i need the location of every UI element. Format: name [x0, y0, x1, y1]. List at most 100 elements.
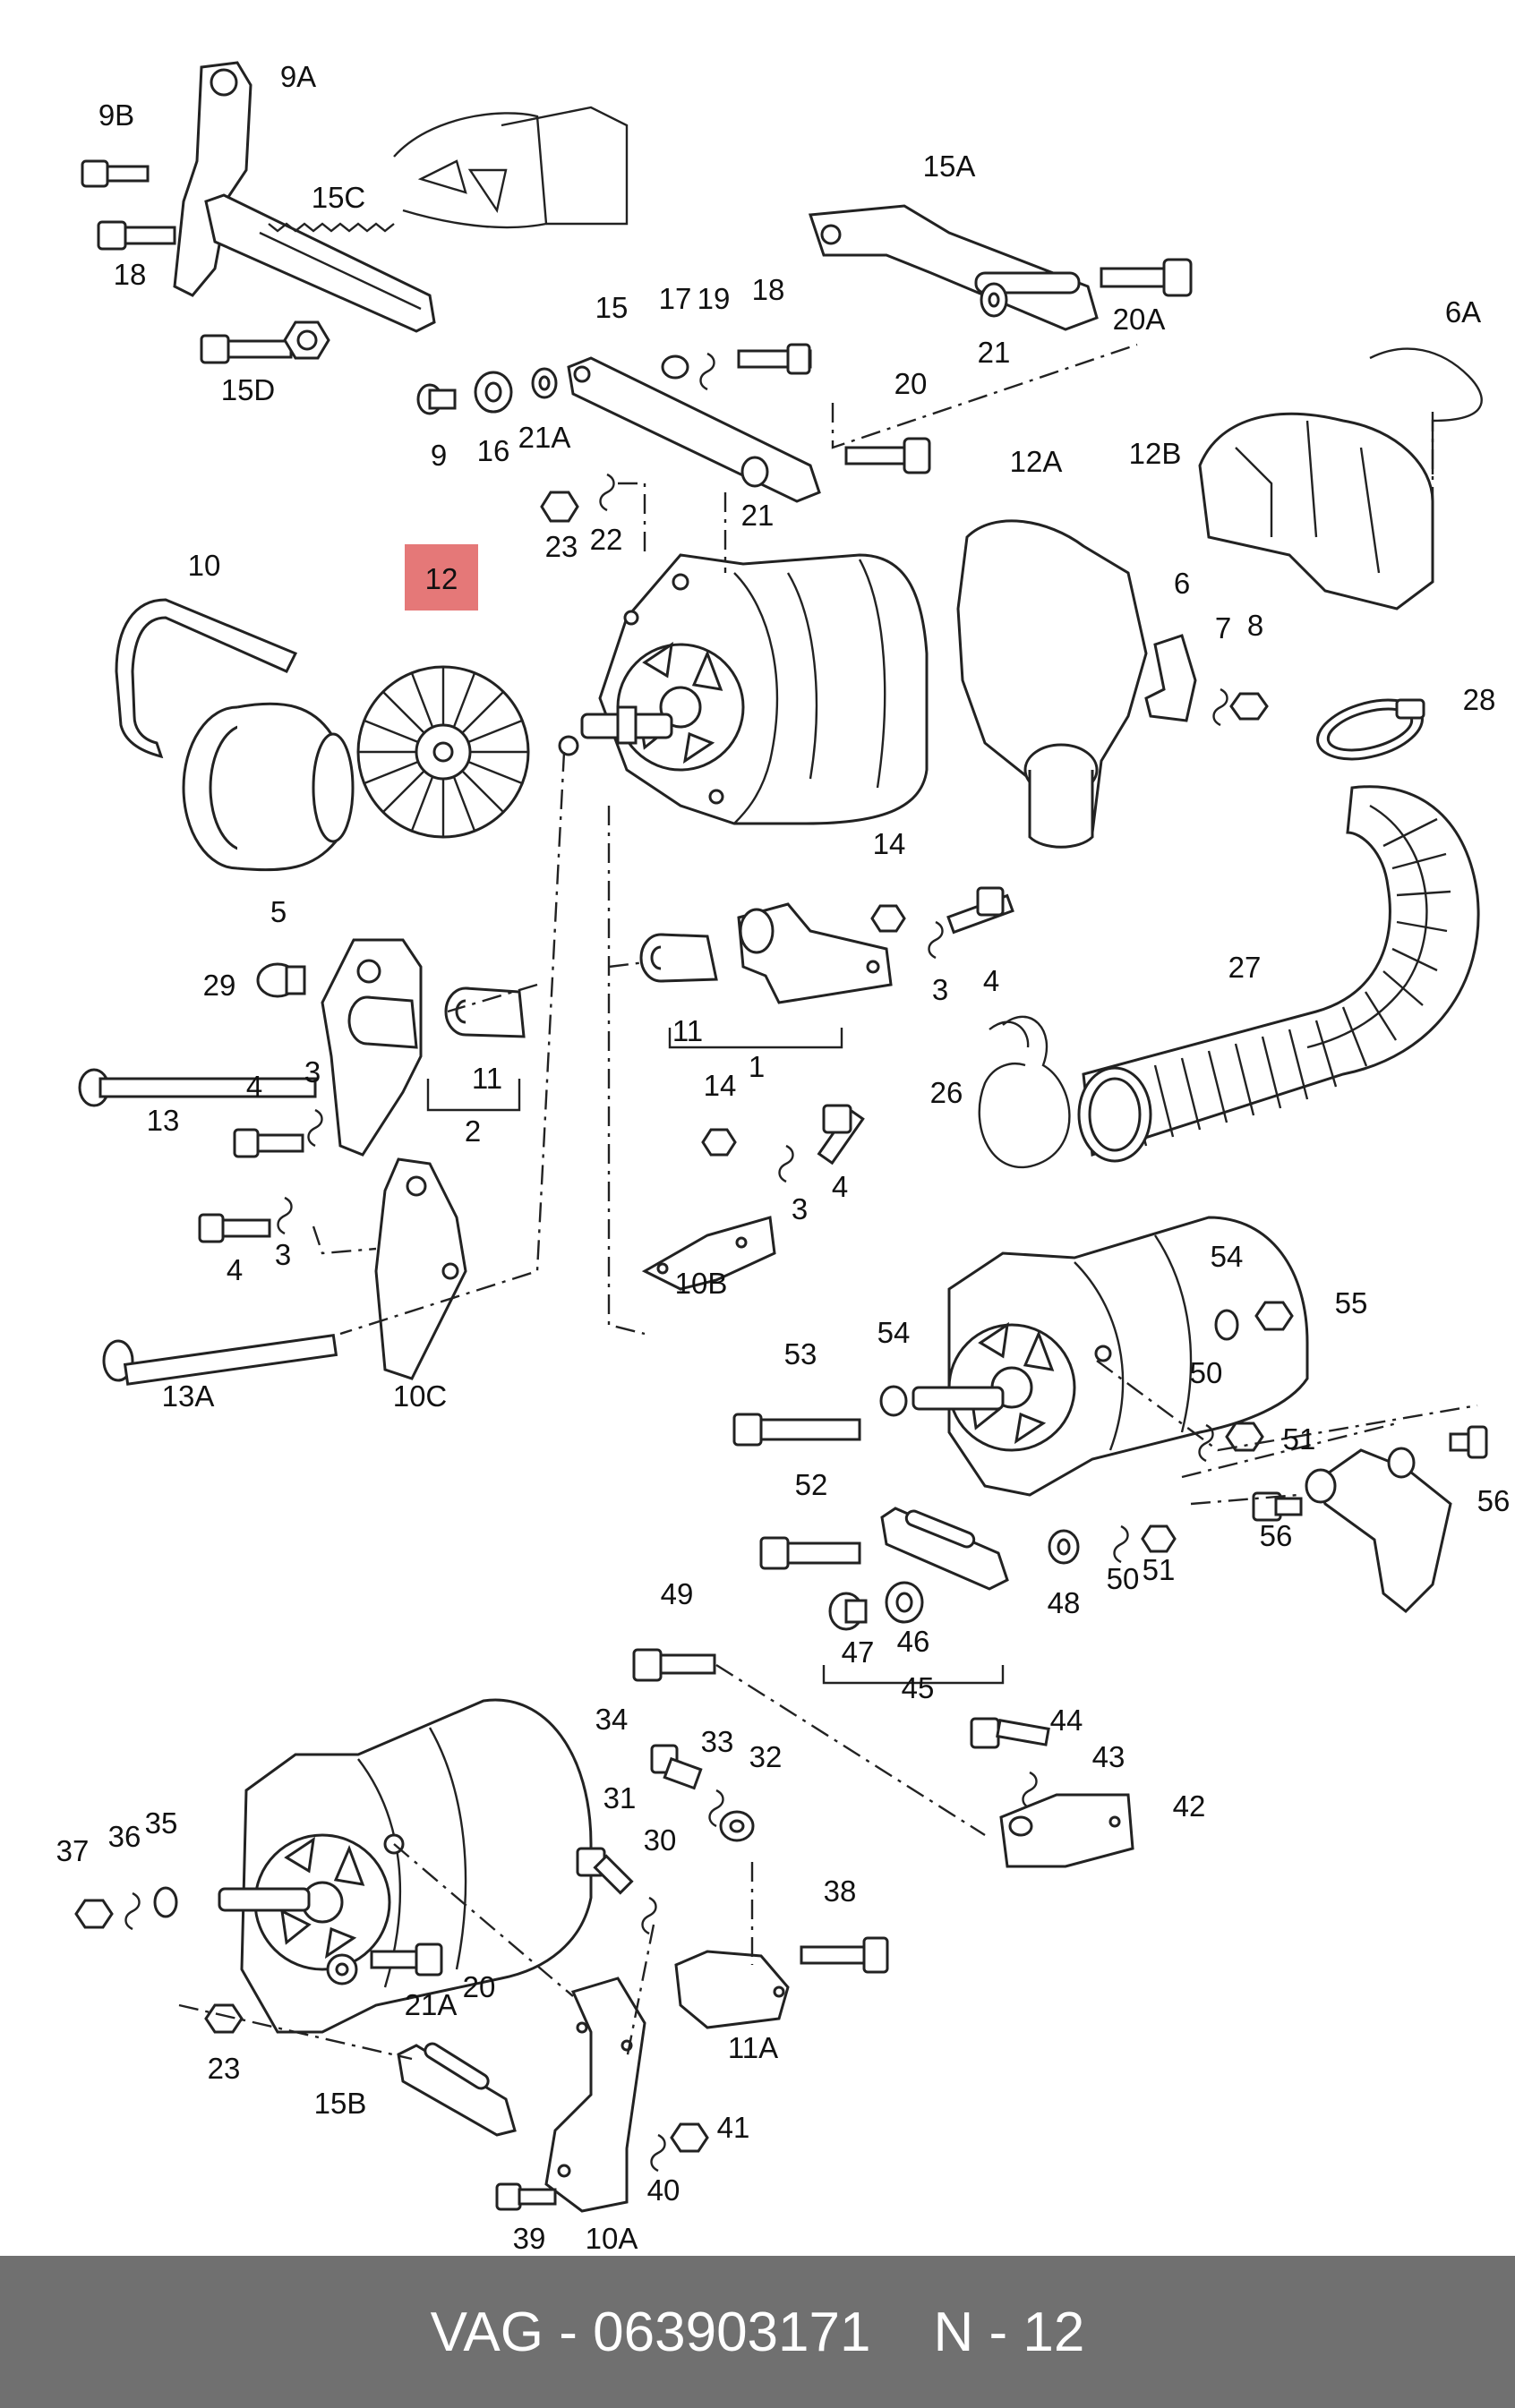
callout-32: 32	[749, 1740, 783, 1773]
callout-22: 22	[590, 523, 623, 556]
bolt-18-mid	[737, 343, 812, 375]
spring-washer-30	[641, 1896, 657, 1935]
spring-washer-33	[708, 1789, 724, 1828]
nut-41	[670, 2122, 709, 2153]
callout-4: 4	[246, 1070, 262, 1103]
callout-30: 30	[644, 1823, 677, 1857]
callout-54: 54	[877, 1316, 911, 1349]
washer-32	[719, 1810, 755, 1842]
washer-21-top	[980, 282, 1008, 318]
callout-19: 19	[698, 282, 731, 315]
callout-8: 8	[1247, 609, 1263, 642]
callout-40: 40	[647, 2173, 680, 2207]
long-bolt-13a	[102, 1333, 338, 1386]
callout-52: 52	[795, 1468, 828, 1501]
callout-54: 54	[1211, 1240, 1244, 1273]
spring-washer-22	[599, 473, 615, 512]
bolt-15d	[200, 320, 330, 364]
callout-21: 21	[741, 499, 775, 532]
washer-21a-bottom	[326, 1953, 358, 1985]
long-bolt-13	[78, 1068, 317, 1107]
spring-washer-3-lower	[277, 1196, 293, 1235]
part-number-bar: VAG - 063903171 N - 12	[0, 2256, 1515, 2408]
callout-46: 46	[897, 1625, 930, 1658]
air-duct-hose-27	[1077, 785, 1480, 1163]
hose-clamp-28	[1316, 698, 1425, 761]
callout-55: 55	[1335, 1286, 1368, 1319]
callout-31: 31	[603, 1781, 637, 1815]
callout-44: 44	[1050, 1704, 1083, 1737]
bracket-42	[999, 1793, 1134, 1868]
callout-20: 20	[894, 367, 928, 400]
adjuster-strap-15	[567, 356, 821, 503]
bolt-9b	[81, 159, 150, 188]
callout-10b: 10B	[675, 1267, 728, 1300]
alternator-second	[912, 1216, 1309, 1497]
bolt-56-top	[1449, 1425, 1488, 1459]
bracket-10b	[641, 1216, 776, 1291]
group-braces	[426, 1028, 1005, 1685]
callout-18: 18	[114, 258, 147, 291]
nut-23-top	[540, 491, 579, 523]
callout-28: 28	[1463, 683, 1496, 716]
bolt-52	[759, 1536, 861, 1570]
callout-20a: 20A	[1113, 303, 1166, 336]
washer-54-right	[1214, 1309, 1239, 1341]
bolt-20	[844, 437, 931, 474]
slip-ring-housing-12a	[956, 519, 1148, 849]
callout-23: 23	[545, 530, 578, 563]
callout-15c: 15C	[312, 181, 366, 214]
pulley-5	[182, 702, 355, 872]
washer-48	[1048, 1529, 1080, 1565]
spring-washer-50-top	[1198, 1423, 1214, 1463]
callout-5: 5	[270, 895, 287, 928]
nut-14-b	[701, 1128, 737, 1157]
bracket-56	[1305, 1447, 1452, 1614]
callout-9a: 9A	[280, 60, 316, 93]
callout-45: 45	[902, 1671, 935, 1704]
fan-12	[356, 665, 530, 839]
sleeve-47	[828, 1592, 868, 1631]
bushing-16	[474, 371, 513, 414]
bracket-1	[737, 902, 893, 1004]
bolt-34	[650, 1744, 703, 1790]
clip-6	[1144, 634, 1197, 722]
callout-4: 4	[832, 1170, 848, 1203]
callout-23: 23	[208, 2052, 241, 2085]
cap-29	[256, 962, 306, 998]
nut-23-bottom	[204, 2003, 244, 2034]
callout-17: 17	[659, 282, 692, 315]
bracket-10c	[374, 1157, 467, 1380]
callout-26: 26	[930, 1076, 963, 1109]
nut-37	[74, 1899, 114, 1929]
bolt-31	[576, 1847, 634, 1895]
callout-50: 50	[1107, 1562, 1140, 1595]
callout-53: 53	[784, 1337, 817, 1371]
bolt-20-bottom	[370, 1943, 443, 1977]
callout-51: 51	[1143, 1553, 1176, 1586]
bolt-4-left1	[233, 1128, 304, 1158]
bracket-11a	[674, 1950, 790, 2029]
callout-11: 11	[672, 1014, 703, 1047]
callout-3: 3	[304, 1055, 321, 1089]
callout-15b: 15B	[314, 2087, 367, 2120]
bolt-20a	[1100, 258, 1193, 297]
alternator-main	[558, 553, 929, 825]
callout-37: 37	[56, 1834, 90, 1867]
spring-washer-50-bottom	[1113, 1524, 1129, 1564]
callout-4: 4	[983, 964, 999, 997]
exploded-parts-diagram: 12	[56, 60, 1511, 2255]
callout-21: 21	[978, 336, 1011, 369]
callout-2: 2	[465, 1114, 481, 1148]
callout-38: 38	[824, 1874, 857, 1908]
bolt-49	[632, 1648, 716, 1682]
bolt-53	[732, 1413, 861, 1447]
washer-54-left	[879, 1385, 908, 1417]
highlight-label-12: 12	[425, 562, 458, 595]
nut-8	[1229, 692, 1269, 721]
sleeve-9	[416, 383, 457, 415]
bolt-4-lower	[198, 1213, 271, 1243]
wire-6a	[1369, 347, 1483, 474]
callout-15a: 15A	[923, 149, 976, 183]
callout-51: 51	[1283, 1422, 1316, 1456]
